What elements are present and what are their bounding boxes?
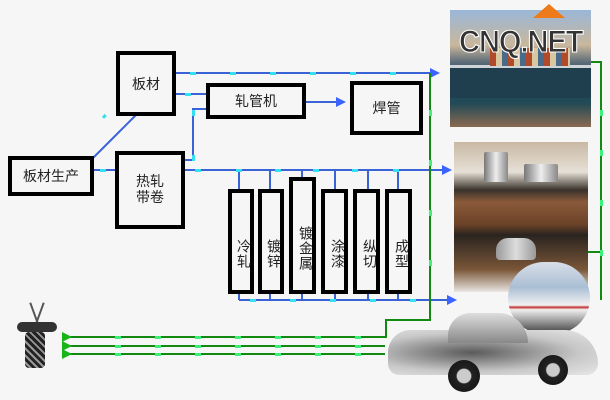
process-forming: 成型 (385, 189, 412, 294)
process-galvanizing: 镀锌 (258, 189, 284, 294)
node-label: 板材生产 (23, 169, 79, 185)
site-logo: CNQ.NET (459, 24, 584, 60)
process-cold-rolling: 冷轧 (228, 189, 254, 294)
node-label: 焊管 (372, 101, 401, 117)
line-green-right (590, 61, 602, 300)
node-plate: 板材 (116, 51, 176, 116)
process-label: 冷轧 (235, 238, 251, 269)
process-label: 涂漆 (329, 238, 345, 269)
line-production-to-plate (92, 114, 137, 159)
recycle-hook-image (15, 302, 60, 372)
node-label: 热轧 带卷 (136, 173, 164, 206)
process-label: 镀锌 (265, 238, 281, 269)
ship-port-image (450, 10, 591, 127)
line-coil-to-pipemill (184, 108, 207, 161)
node-plate-production: 板材生产 (8, 156, 94, 196)
node-pipe-mill: 轧管机 (206, 83, 306, 119)
process-label: 成型 (393, 238, 409, 269)
car-cutaway-image (388, 305, 603, 395)
node-welded-pipe: 焊管 (350, 81, 423, 135)
process-label: 纵切 (361, 238, 377, 269)
node-label: 轧管机 (235, 94, 277, 110)
process-slitting: 纵切 (353, 189, 380, 294)
process-painting: 涂漆 (321, 189, 348, 294)
node-hot-rolled-coil: 热轧 带卷 (115, 151, 185, 229)
process-label: 镀金属 (297, 226, 313, 271)
process-metal-plating: 镀金属 (289, 177, 316, 294)
train-image (508, 262, 590, 334)
node-label: 板材 (132, 76, 160, 93)
logo-roof-icon (533, 4, 565, 18)
